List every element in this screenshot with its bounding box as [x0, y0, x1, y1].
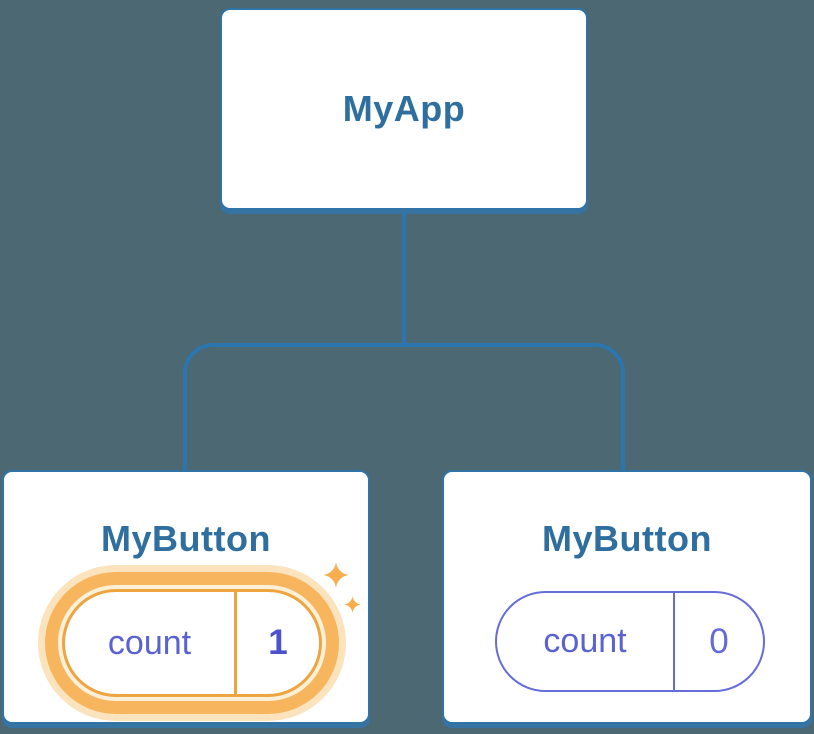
state-value-cell: 0	[675, 593, 763, 690]
connector-bracket	[183, 343, 625, 470]
child-component-title: MyButton	[542, 518, 712, 559]
child-component-card-left: MyButton count 1	[2, 470, 370, 724]
connector-stem	[402, 209, 406, 346]
state-key-cell: count	[65, 592, 237, 694]
state-key-cell: count	[497, 593, 675, 690]
state-key-label: count	[543, 622, 627, 660]
child-component-title: MyButton	[101, 518, 271, 559]
sparkle-icon-large	[323, 562, 349, 588]
root-component-card: MyApp	[220, 8, 588, 210]
state-value-cell: 1	[237, 592, 319, 694]
state-value-label: 1	[268, 623, 288, 662]
state-pill-highlighted: count 1	[62, 589, 322, 697]
child-component-card-right: MyButton count 0	[442, 470, 812, 724]
root-component-title: MyApp	[342, 88, 466, 129]
state-value-label: 0	[709, 621, 729, 661]
state-key-label: count	[107, 623, 192, 662]
state-pill-default: count 0	[495, 591, 765, 692]
sparkle-icon-small	[344, 596, 361, 613]
